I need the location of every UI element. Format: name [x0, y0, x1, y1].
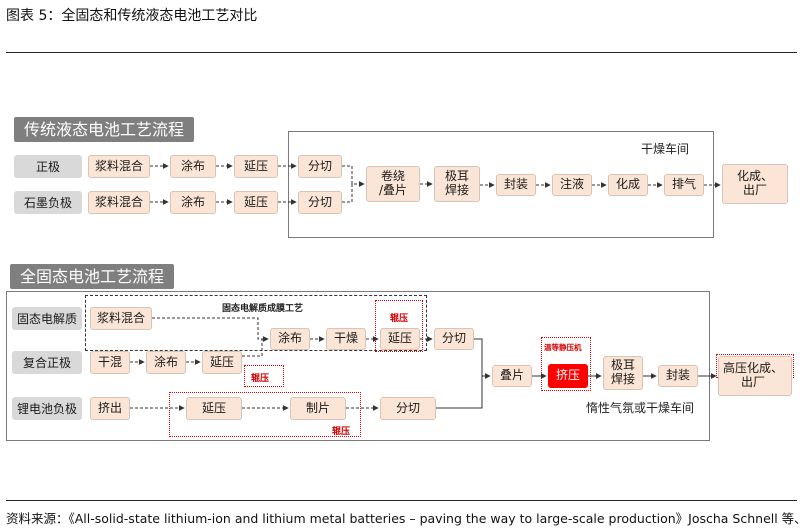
step-high-pressure-formation: 高压化成、 出厂 [718, 356, 792, 396]
step-slitting: 分切 [298, 191, 342, 214]
step-electrolyte-filling: 注液 [552, 174, 592, 196]
step-coating: 涂布 [146, 351, 186, 374]
step-calendering: 延压 [186, 397, 242, 420]
step-coating: 涂布 [170, 155, 216, 178]
top-rule [6, 52, 797, 53]
step-calendering: 延压 [380, 328, 420, 350]
roll-press-marker [375, 300, 423, 352]
step-formation-shipping: 化成、 出厂 [722, 164, 788, 204]
step-dry-mix: 干混 [90, 351, 130, 374]
step-slurry-mix: 浆料混合 [88, 155, 150, 178]
row-label-solid-electrolyte: 固态电解质 [12, 307, 82, 330]
traditional-title: 传统液态电池工艺流程 [14, 117, 195, 142]
step-sheet-cutting: 制片 [290, 397, 346, 420]
step-slurry-mix: 浆料混合 [90, 307, 152, 330]
iso-press-marker [541, 337, 591, 391]
step-slitting: 分切 [380, 397, 436, 420]
solid-state-title: 全固态电池工艺流程 [10, 264, 175, 289]
step-slitting: 分切 [298, 155, 342, 178]
step-coating: 涂布 [270, 328, 310, 350]
row-label-graphite-anode: 石墨负极 [14, 191, 82, 214]
step-winding-stacking: 卷绕 /叠片 [366, 166, 420, 202]
figure-title: 图表 5：全固态和传统液态电池工艺对比 [6, 8, 258, 24]
step-slurry-mix: 浆料混合 [88, 191, 150, 214]
step-calendering: 延压 [234, 155, 278, 178]
step-packaging: 封装 [496, 174, 536, 196]
step-slitting: 分切 [434, 328, 474, 350]
iso-press-tag: 温等静压机 [544, 343, 582, 352]
roll-press-marker [169, 392, 361, 437]
roll-press-tag: 辊压 [390, 314, 409, 324]
row-label-cathode: 正极 [14, 155, 82, 178]
step-calendering: 延压 [202, 351, 242, 374]
step-tab-welding: 极耳 焊接 [434, 166, 480, 202]
step-packaging: 封装 [658, 365, 698, 387]
roll-press-marker [244, 365, 284, 387]
roll-press-tag: 辊压 [332, 427, 351, 437]
step-coating: 涂布 [170, 191, 216, 214]
step-extrusion: 挤出 [90, 397, 130, 420]
electrolyte-film-process-region [85, 295, 427, 351]
dry-room-label: 干燥车间 [641, 142, 690, 156]
row-label-lithium-anode: 锂电池负极 [12, 397, 82, 420]
step-tab-welding: 极耳 焊接 [603, 356, 643, 390]
step-stacking: 叠片 [492, 365, 532, 387]
roll-press-tag: 辊压 [251, 374, 270, 384]
bottom-rule [6, 500, 797, 501]
source-note: 资料来源：《All-solid-state lithium-ion and li… [6, 511, 803, 526]
dry-room-frame [288, 131, 714, 238]
step-degassing: 排气 [664, 174, 704, 196]
row-label-composite-cathode: 复合正极 [12, 351, 82, 374]
step-pressing: 挤压 [548, 364, 588, 388]
step-drying: 干燥 [326, 328, 366, 350]
inert-room-frame [6, 291, 710, 441]
step-calendering: 延压 [234, 191, 278, 214]
step-formation: 化成 [608, 174, 648, 196]
inert-room-label: 惰性气氛或干燥车间 [586, 401, 695, 415]
electrolyte-film-label: 固态电解质成膜工艺 [222, 304, 304, 314]
